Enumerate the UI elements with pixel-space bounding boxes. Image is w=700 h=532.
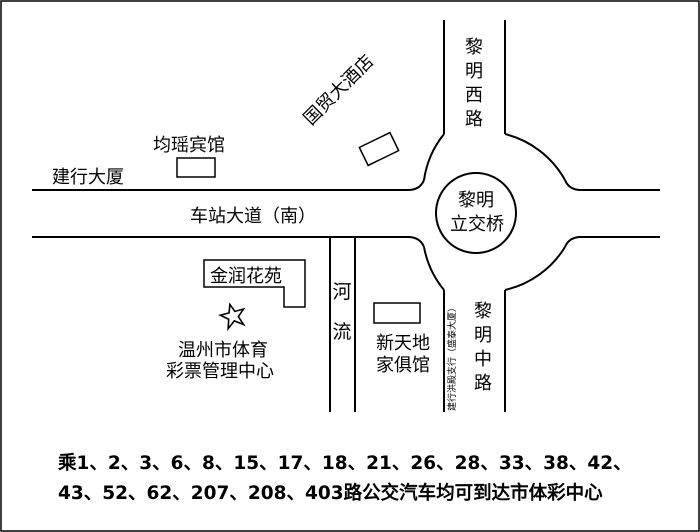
jinrun-building	[203, 259, 306, 308]
bridge-label-line1: 黎明	[458, 190, 494, 211]
landmark-label-xintiandi-line2: 家俱馆	[376, 355, 430, 376]
road-label-jianhang: 建行大厦	[52, 167, 124, 188]
bus-route-caption-line1: 乘1、2、3、6、8、15、17、18、21、26、28、33、38、42、	[58, 453, 632, 474]
roundabout-arc-ne	[504, 133, 566, 181]
landmark-label-junyao: 均瑶宾馆	[153, 135, 225, 156]
roundabout-arc-nw	[423, 133, 445, 181]
road-label-liming-middle: 黎明中路	[474, 301, 492, 394]
bridge-label-line2: 立交桥	[450, 214, 504, 235]
road-label-chezhan: 车站大道（南）	[190, 206, 316, 227]
road-label-liming-west: 黎明西路	[465, 37, 483, 130]
xintiandi-building	[373, 302, 421, 324]
landmark-label-bank: 建行洪殿支行（盛泰大厦）	[448, 302, 458, 411]
landmark-label-lottery-line2: 彩票管理中心	[166, 361, 274, 382]
bottom-road-edge-right	[564, 236, 660, 248]
guomao-building	[358, 131, 400, 167]
top-road-edge-right	[564, 179, 660, 191]
landmark-label-lottery-line1: 温州市体育	[178, 340, 268, 361]
landmark-label-jinrun: 金润花苑	[210, 266, 282, 287]
star-icon	[218, 302, 246, 332]
bridge-island	[435, 172, 517, 254]
landmark-label-xintiandi-line1: 新天地	[376, 333, 430, 354]
top-road-edge-left	[32, 179, 425, 191]
junyao-building	[176, 157, 216, 178]
roundabout-arc-sw	[423, 246, 445, 291]
bottom-road-edge-left	[32, 236, 425, 248]
river-label: 河流	[332, 281, 352, 343]
bus-route-caption-line2: 43、52、62、207、208、403路公交汽车均可到达市体彩中心	[58, 483, 603, 504]
roundabout-arc-se	[504, 246, 566, 291]
